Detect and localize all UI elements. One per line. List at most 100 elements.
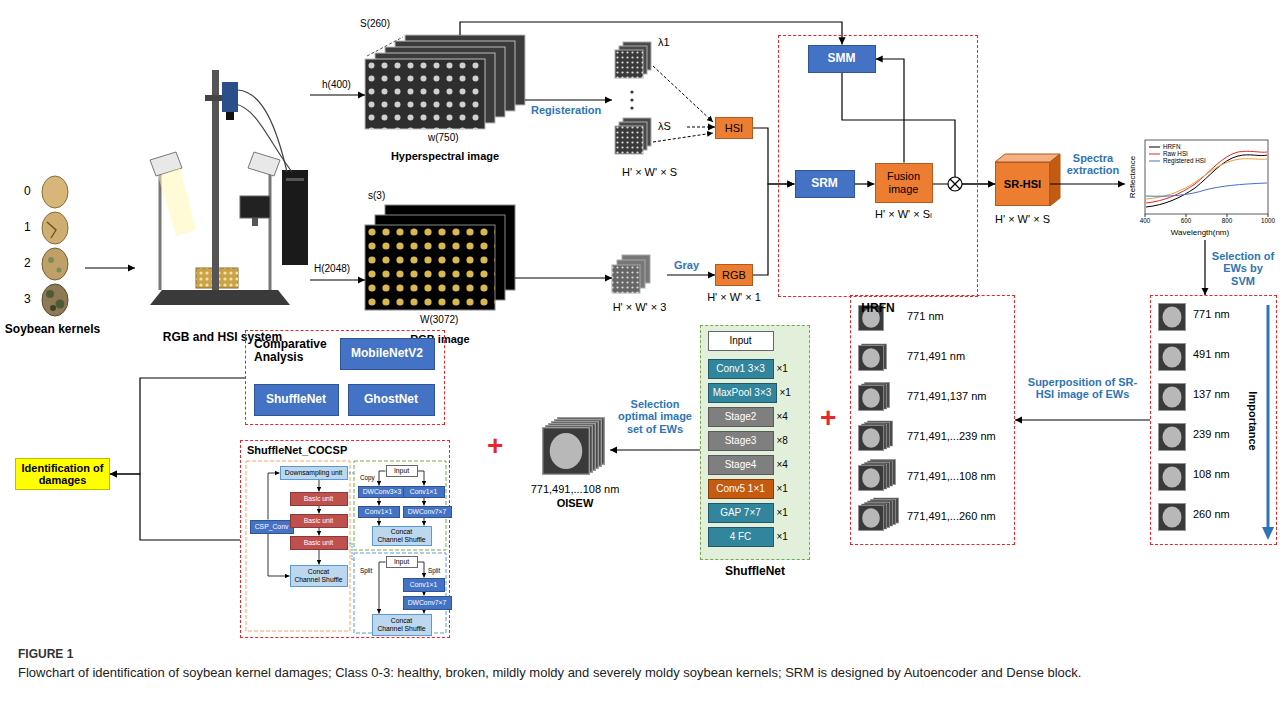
node-text: 260 nm [1193, 508, 1230, 520]
band-stack-drawing-part [630, 90, 633, 93]
connector-arrow [110, 378, 245, 474]
imaging-system: RGB and HSI system [135, 60, 310, 325]
multiply-symbol [948, 177, 962, 191]
imaging-system-drawing-part [222, 82, 238, 112]
node-text: DWConv3×3 [363, 488, 402, 496]
band-images-part [1158, 423, 1185, 450]
node-text: Basic unit [304, 495, 333, 503]
layer-box: Stage2×4 [708, 407, 774, 427]
layer-box: Stage4×4 [708, 455, 774, 475]
connector-arrow [310, 94, 365, 95]
band-stack-drawing [615, 42, 713, 154]
hyperspectral-stack-part [365, 59, 485, 129]
soybean-kernels [42, 176, 68, 316]
superposed-stacks-part [858, 345, 883, 370]
node-text: 771,491,...108 nm [907, 470, 996, 482]
label-text: 1 [24, 221, 31, 234]
edge-label: Selection of EWs by SVM [1211, 250, 1275, 287]
connector-arrow [268, 473, 280, 520]
label-text: W(3072) [420, 314, 458, 325]
soybean-kernels-part [47, 222, 56, 238]
node-text: Hyperspectral image [391, 150, 499, 162]
node-text: ShuffleNet [266, 393, 326, 406]
gray-stack: H' × W' × 3 [612, 255, 667, 295]
node-text: Comparative Analysis [254, 338, 339, 365]
unit-box: Conv1×1 [403, 486, 445, 498]
image-stack: RGB image [365, 205, 515, 315]
soybean-kernels-part [42, 176, 68, 208]
band-stack-drawing-part [615, 50, 643, 78]
cube-box: SR-HSIH' × W' × S [995, 162, 1050, 206]
band-stack-drawing-part [630, 106, 633, 109]
legend-text: HRFN [1163, 143, 1181, 150]
soybean-kernels-part [50, 305, 56, 311]
node-text: Stage4 [725, 459, 757, 470]
node-text: ×1 [777, 483, 788, 494]
band-stack-drawing-part [615, 126, 643, 154]
imaging-system-drawing-part [238, 90, 287, 172]
network-block: ShuffleNetInputConv1 3×3×1MaxPool 3×3×1S… [700, 325, 810, 560]
cube-faces-part [995, 154, 1060, 162]
connector-arrow [379, 518, 380, 526]
imaging-system-drawing-part [282, 170, 308, 265]
model-box: MobileNetV2 [340, 338, 435, 370]
fusion-box: Fusion imageH' × W' × Sₗ [875, 163, 933, 203]
spectrum-plot-part [1268, 214, 1269, 217]
image-stack: 771,491,...108 nmOISEW [540, 415, 610, 477]
rgb-stack-part [365, 225, 495, 310]
layer-box: Input [708, 331, 774, 351]
unit-box: Basic unit [290, 536, 348, 550]
node-text: Concat [391, 617, 413, 625]
node-text: Input [394, 558, 409, 566]
multiply-symbol-part [950, 179, 960, 189]
connector-arrow [855, 183, 875, 184]
imaging-system-drawing-part [269, 172, 272, 290]
connector-arrow [460, 22, 842, 45]
edge-label: Gray [674, 259, 699, 271]
node-text: λS [658, 120, 671, 132]
imaging-system-drawing-part [150, 290, 290, 305]
unit-box: Input [386, 556, 418, 568]
connector-arrow [1015, 419, 1150, 420]
node-text: ShuffleNet_COCSP [247, 444, 347, 456]
connector-arrow [1204, 240, 1205, 295]
spectrum-plot [1145, 140, 1268, 217]
band-images-part [1262, 527, 1274, 540]
superposed-stacks-part [858, 425, 883, 450]
node-text: 239 nm [1193, 428, 1230, 440]
node-text: 137 nm [1193, 388, 1230, 400]
node-text: 4 FC [730, 531, 752, 542]
label-text: Registeration [531, 104, 601, 116]
connector-arrow [310, 279, 365, 280]
band-images-part [1158, 343, 1185, 370]
edge-label: Superposition of SR-HSI image of EWs [1020, 376, 1145, 401]
soybean-kernels-part [42, 284, 68, 316]
node-text: GhostNet [364, 393, 418, 406]
connector-arrow [418, 562, 425, 578]
node-text: Conv5 1×1 [716, 483, 765, 494]
node-text: Conv1×1 [410, 488, 437, 496]
node-text: H' × W' × 3 [613, 301, 667, 313]
band-stack-drawing-part [615, 50, 643, 78]
label-text: 2 [24, 257, 31, 270]
gray-stack-drawing-part [612, 265, 640, 293]
connector-arrow [379, 498, 380, 506]
node-text: Reflectance [1129, 156, 1138, 198]
imaging-system-drawing-part [252, 218, 258, 226]
spectrum-plot-part [1145, 214, 1146, 217]
label-text: H(2048) [314, 263, 350, 274]
band-stack-drawing-part [630, 98, 633, 101]
label-text: + [487, 430, 503, 461]
model-panel: ShuffleNet_COCSPDownsampling unitCSP_Con… [240, 440, 450, 638]
spectrum-plot-part [1227, 214, 1228, 217]
node-text: OISEW [557, 497, 594, 509]
node-text: HSI [725, 122, 743, 134]
label-text: w(750) [428, 132, 459, 143]
node-text: HRFN [861, 302, 894, 315]
label-text: Copy [360, 474, 375, 481]
node-text: ×8 [777, 435, 788, 446]
node-text: DWConv7×7 [408, 599, 447, 607]
image-stack: Hyperspectral image [365, 35, 525, 130]
band-images [1158, 303, 1274, 540]
node-text: Channel Shuffle [294, 576, 342, 584]
